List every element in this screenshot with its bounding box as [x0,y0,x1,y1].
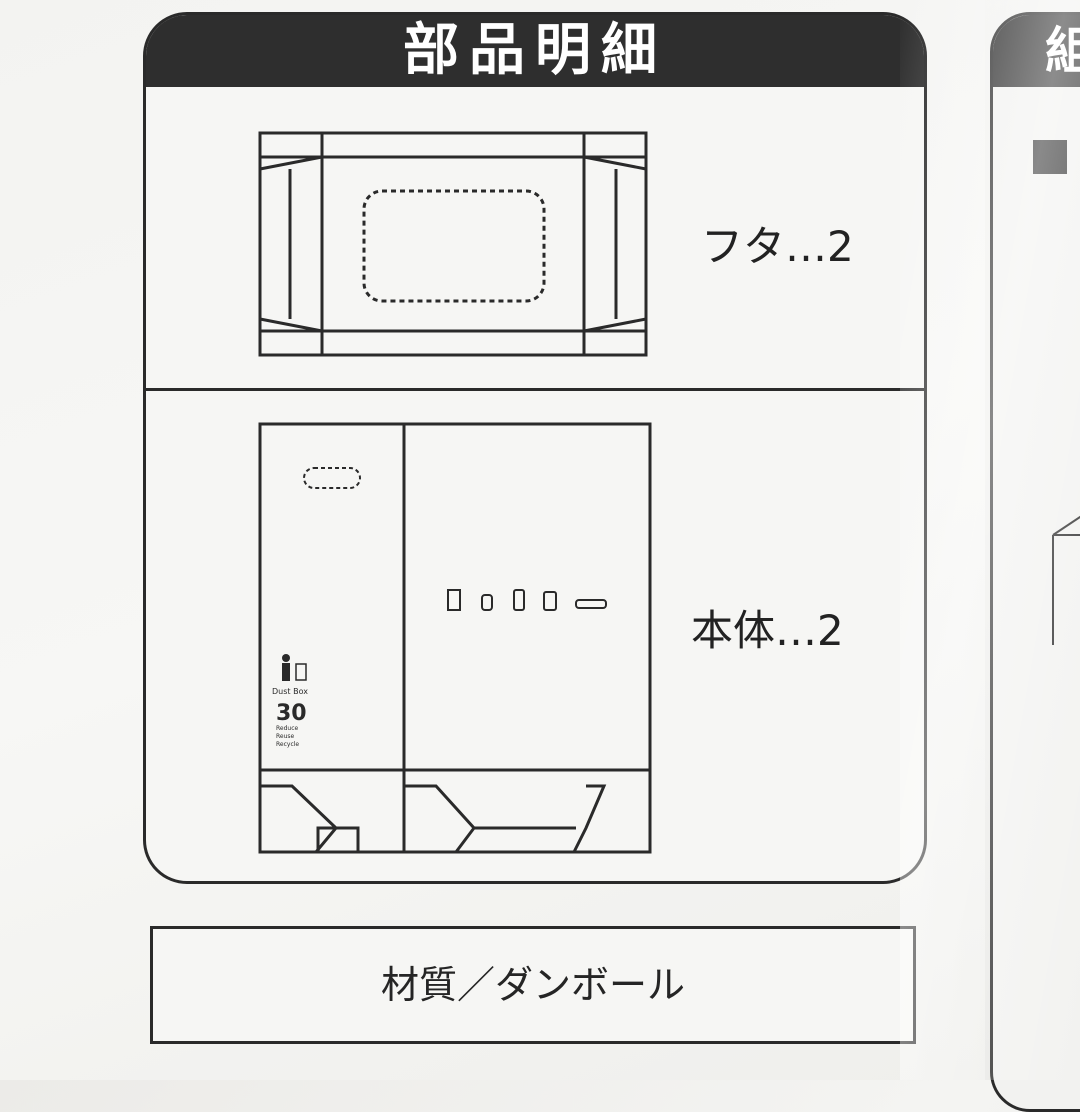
bullet-square-icon [1033,140,1067,174]
body-quantity-label: 本体…2 [691,606,844,655]
lid-quantity-label: フタ…2 [701,222,854,271]
dust-box-brand: Dust Box [272,687,308,696]
lid-diagram [258,131,648,357]
adjacent-panel-title: 組 [993,15,1080,87]
body-diagram: Dust Box 30 Reduce Reuse Recycle [258,422,652,854]
adjacent-instructions-panel: 組 [990,12,1080,1112]
parts-list-card: 部品明細 フタ…2 [143,12,927,884]
capacity-number: 30 [276,701,307,726]
parts-list-title: 部品明細 [146,15,924,87]
box-sketch-icon [1052,515,1080,645]
material-text: 材質／ダンボール [380,963,685,1007]
recycle-line-3: Recycle [276,741,299,748]
section-divider [146,388,924,391]
instruction-sheet: 部品明細 フタ…2 [0,0,985,1080]
recycle-line-2: Reuse [276,733,295,740]
material-box: 材質／ダンボール [150,926,916,1044]
recycle-line-1: Reduce [276,725,299,732]
